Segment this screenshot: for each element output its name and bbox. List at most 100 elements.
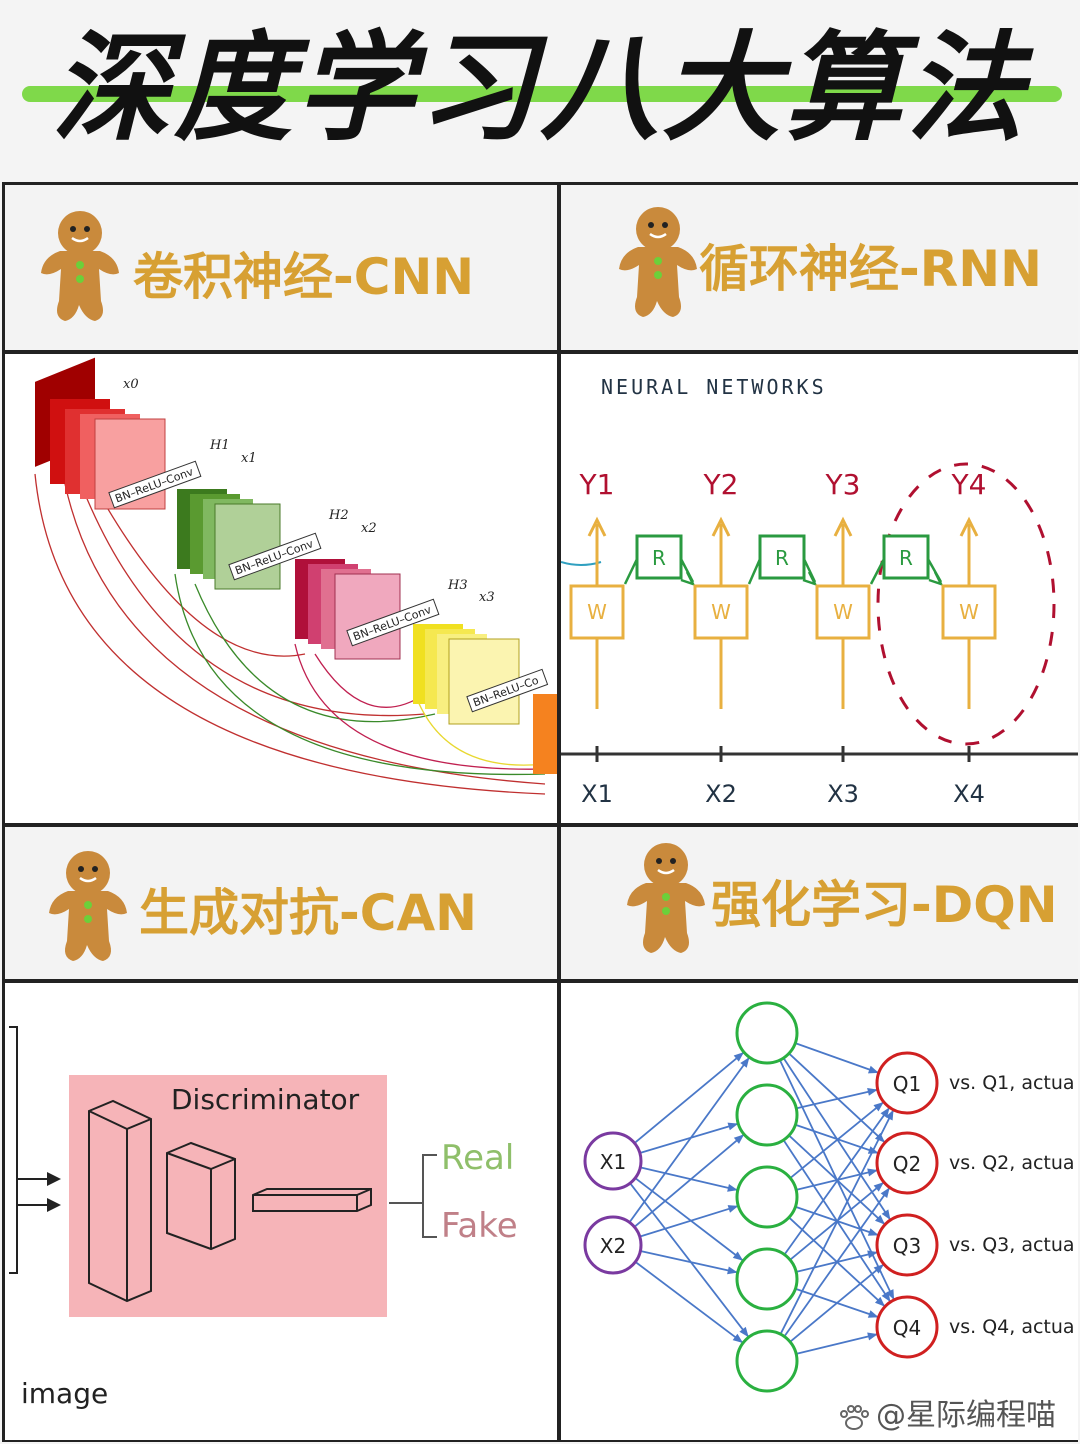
dqn-edge <box>628 1056 751 1223</box>
rnn-weight-box <box>569 584 625 640</box>
dqn-edge-arrowhead <box>867 1088 878 1096</box>
dqn-edge-arrowhead <box>873 1264 884 1274</box>
dqn-output-label: Q4 <box>893 1316 921 1340</box>
title-area: 深度学习八大算法 <box>0 0 1080 180</box>
dqn-edge <box>789 1101 885 1179</box>
rnn-recurrent-label: R <box>775 546 789 570</box>
rnn-arrowhead <box>833 516 853 537</box>
dqn-input-label: X2 <box>600 1234 626 1258</box>
rnn-recurrent-link <box>747 558 762 585</box>
cnn-block-2 <box>177 489 281 590</box>
rnn-output-label: Y2 <box>703 468 739 501</box>
rnn-arrowhead <box>928 571 944 587</box>
dqn-title: 强化学习-DQN <box>711 876 1058 934</box>
dqn-edge-arrowhead <box>880 1107 890 1118</box>
dqn-edge-arrowhead <box>727 1183 738 1192</box>
rnn-recurrent-label: R <box>899 546 913 570</box>
dqn-edge-arrowhead <box>739 1326 749 1338</box>
rnn-title: 循环神经-RNN <box>699 240 1042 298</box>
cnn-diagram: x0 H1 x1 H2 x2 H3 x3 BN–ReLU–Conv BN–ReL… <box>5 354 557 823</box>
dqn-edge <box>779 1109 895 1335</box>
gingerbread-icon <box>41 211 119 321</box>
rnn-output-label: Y3 <box>825 468 861 501</box>
watermark: @星际编程喵 <box>876 1398 1056 1433</box>
real-label: Real <box>441 1138 514 1178</box>
rnn-recurrent-label: R <box>652 546 666 570</box>
rnn-input-label: X1 <box>581 780 613 808</box>
dqn-output-label: Q2 <box>893 1152 921 1176</box>
cnn-label-h3: H3 <box>447 578 468 593</box>
dqn-hidden-node <box>735 1329 799 1393</box>
dqn-edge <box>639 1205 739 1238</box>
rnn-weight-box <box>941 584 997 640</box>
dqn-output-label: Q1 <box>893 1072 921 1096</box>
dqn-edge <box>795 1333 879 1355</box>
dqn-edge-arrowhead <box>867 1168 878 1177</box>
cnn-label-x3: x3 <box>479 590 495 605</box>
dqn-edge-arrowhead <box>733 1134 745 1144</box>
dqn-edge-arrowhead <box>874 1214 886 1225</box>
rnn-weight-box <box>815 584 871 640</box>
dqn-edge-arrowhead <box>867 1065 879 1074</box>
dqn-edge <box>794 1042 880 1074</box>
dqn-edge <box>640 1166 738 1192</box>
dqn-edge-arrowhead <box>881 1291 891 1302</box>
rnn-recurrent-box <box>882 534 930 580</box>
dqn-edge <box>789 1263 885 1343</box>
dqn-edge-arrowhead <box>732 1251 744 1261</box>
cnn-block-3 <box>295 559 401 660</box>
dqn-output-node <box>875 1213 939 1277</box>
gingerbread-icon <box>49 851 127 961</box>
dqn-edge <box>639 1122 739 1154</box>
dqn-edge-arrowhead <box>740 1057 750 1068</box>
rnn-input-label: X2 <box>705 780 737 808</box>
cnn-label-x0: x0 <box>123 377 139 392</box>
dqn-hidden-node <box>735 1001 799 1065</box>
dqn-edge-arrowhead <box>874 1296 886 1307</box>
dqn-edge-arrowhead <box>732 1333 744 1343</box>
dqn-edge-arrowhead <box>881 1209 891 1220</box>
title-highlight-bar <box>22 86 1062 102</box>
rnn-arrowhead <box>680 571 696 587</box>
rnn-weight-box <box>693 584 749 640</box>
dqn-hidden-node <box>735 1165 799 1229</box>
dqn-output-node <box>875 1131 939 1195</box>
dqn-edge-arrowhead <box>873 1101 884 1112</box>
dqn-edge <box>640 1250 738 1274</box>
gan-header: 生成对抗-CAN <box>5 827 557 979</box>
page-title: 深度学习八大算法 <box>51 19 1028 157</box>
fake-label: Fake <box>441 1206 518 1246</box>
dqn-edge-arrowhead <box>727 1266 738 1275</box>
rnn-output-label: Y1 <box>579 468 615 501</box>
dqn-hidden-node <box>735 1247 799 1311</box>
cnn-label-x1: x1 <box>241 451 257 466</box>
rnn-weight-label: W <box>711 600 731 624</box>
dqn-edge <box>796 1088 878 1110</box>
dqn-edge <box>633 1051 745 1144</box>
rnn-recurrent-box <box>758 534 806 580</box>
dqn-edge-arrowhead <box>733 1052 744 1062</box>
dqn-hidden-node <box>735 1083 799 1147</box>
rnn-recurrent-link <box>623 558 639 585</box>
dqn-edge <box>783 1186 891 1338</box>
dqn-edge-arrowhead <box>727 1205 739 1213</box>
rnn-arrowhead <box>711 516 731 537</box>
dqn-edge <box>629 1182 750 1338</box>
dqn-output-node <box>875 1051 939 1115</box>
rnn-heading: NEURAL NETWORKS <box>601 375 827 399</box>
cnn-title: 卷积神经-CNN <box>133 248 475 306</box>
image-label: image <box>21 1377 108 1410</box>
dqn-compare-label: vs. Q4, actua <box>949 1316 1075 1338</box>
dqn-input-label: X1 <box>600 1150 626 1174</box>
dqn-edge-arrowhead <box>873 1182 884 1192</box>
dqn-edge <box>783 1106 891 1256</box>
discriminator-label: Discriminator <box>171 1083 360 1116</box>
rnn-weight-label: W <box>587 600 607 624</box>
cnn-label-h1: H1 <box>209 438 230 453</box>
dqn-compare-label: vs. Q3, actua <box>949 1234 1075 1256</box>
dqn-edge <box>634 1261 744 1344</box>
gan-title: 生成对抗-CAN <box>139 884 477 942</box>
gan-diagram: Discriminator Real Fake image <box>5 983 557 1440</box>
